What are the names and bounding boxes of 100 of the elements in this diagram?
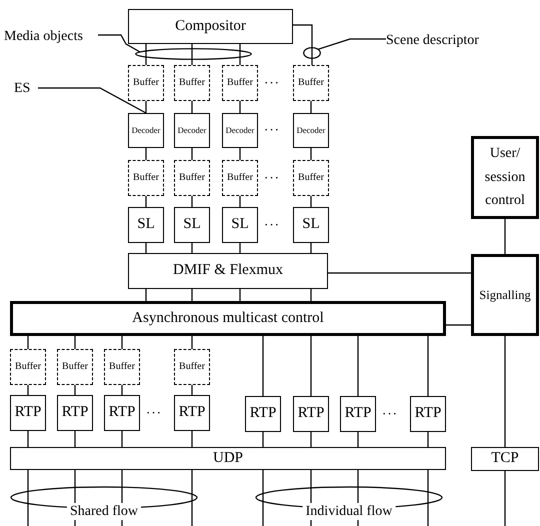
connector-line <box>239 148 241 160</box>
control-box: Signalling <box>471 254 539 336</box>
connector-line <box>121 470 123 503</box>
connector-line <box>357 336 359 396</box>
connector-line <box>191 196 193 207</box>
control-box: Asynchronous multicast control <box>10 301 446 336</box>
buffer-box: Buffer <box>293 65 329 101</box>
connector-line <box>504 471 506 526</box>
protocol-box: RTP <box>104 395 140 431</box>
ellipsis-mark: ··· <box>264 171 280 184</box>
connector-line <box>191 431 193 447</box>
connector-line <box>121 385 123 395</box>
protocol-box: RTP <box>293 396 329 432</box>
connector-line <box>446 324 471 326</box>
decoder-box: Decoder <box>128 113 164 148</box>
connector-line <box>310 470 312 503</box>
connector-line <box>357 470 359 503</box>
callout-text: ES <box>14 79 38 99</box>
ellipsis-mark: ··· <box>264 218 280 231</box>
connector-line <box>427 336 429 396</box>
buffer-box: Buffer <box>174 349 210 385</box>
connector-line <box>74 336 76 349</box>
connector-line <box>310 243 312 253</box>
buffer-box: Buffer <box>57 349 93 385</box>
callout-text: Scene descriptor <box>386 31 498 51</box>
connector-line <box>262 432 264 447</box>
process-box: SL <box>174 207 210 243</box>
ellipsis-mark: ··· <box>146 406 162 419</box>
connector-line <box>121 431 123 447</box>
connector-line <box>310 148 312 160</box>
connector-line <box>504 219 506 254</box>
connector-line <box>310 336 312 396</box>
connector-line <box>191 336 193 349</box>
connector-line <box>145 148 147 160</box>
connector-line <box>310 289 312 301</box>
connector-line <box>27 336 29 349</box>
connector-line <box>262 336 264 396</box>
connector-line <box>310 101 312 113</box>
connector-line <box>262 470 264 526</box>
connector-line <box>145 289 147 301</box>
buffer-box: Buffer <box>222 65 258 101</box>
buffer-box: Buffer <box>10 349 46 385</box>
ellipsis-mark: ··· <box>382 407 398 420</box>
connector-line <box>310 432 312 447</box>
leader-line <box>38 87 146 114</box>
connector-line <box>191 44 193 65</box>
leader-line <box>318 38 386 50</box>
connector-line <box>239 44 241 65</box>
buffer-box: Buffer <box>104 349 140 385</box>
connector-line <box>74 385 76 395</box>
connector-line <box>27 431 29 447</box>
ellipsis-mark: ··· <box>264 76 280 89</box>
process-box: SL <box>222 207 258 243</box>
connector-line <box>145 101 147 113</box>
protocol-box: RTP <box>57 395 93 431</box>
buffer-box: Buffer <box>128 65 164 101</box>
protocol-box: TCP <box>471 447 539 471</box>
decoder-box: Decoder <box>174 113 210 148</box>
callout-text: Media objects <box>4 27 98 47</box>
process-box: SL <box>128 207 164 243</box>
connector-line <box>145 44 147 65</box>
grouping-ellipse <box>303 47 321 59</box>
connector-line <box>427 470 429 526</box>
grouping-ellipse <box>135 48 252 60</box>
connector-line <box>74 470 76 503</box>
connector-line <box>191 101 193 113</box>
process-box: Compositor <box>128 9 293 44</box>
connector-line <box>27 385 29 395</box>
protocol-box: UDP <box>10 447 446 470</box>
protocol-box: RTP <box>10 395 46 431</box>
connector-line <box>74 431 76 447</box>
connector-line <box>145 243 147 253</box>
connector-line <box>239 289 241 301</box>
ellipsis-mark: ··· <box>264 123 280 136</box>
leader-line <box>98 34 140 53</box>
connector-line <box>504 336 506 447</box>
protocol-box: RTP <box>174 395 210 431</box>
connector-line <box>191 148 193 160</box>
connector-line <box>357 432 359 447</box>
control-box: User/ session control <box>471 136 539 219</box>
connector-line <box>145 196 147 207</box>
connector-line <box>191 470 193 526</box>
buffer-box: Buffer <box>128 160 164 196</box>
connector-line <box>191 289 193 301</box>
connector-line <box>427 432 429 447</box>
process-box: SL <box>293 207 329 243</box>
buffer-box: Buffer <box>174 65 210 101</box>
decoder-box: Decoder <box>222 113 258 148</box>
process-box: DMIF & Flexmux <box>128 253 328 289</box>
connector-line <box>191 243 193 253</box>
connector-line <box>239 196 241 207</box>
connector-line <box>27 470 29 526</box>
decoder-box: Decoder <box>293 113 329 148</box>
connector-line <box>310 196 312 207</box>
connector-line <box>328 272 471 274</box>
connector-line <box>191 385 193 395</box>
connector-line <box>239 243 241 253</box>
buffer-box: Buffer <box>174 160 210 196</box>
buffer-box: Buffer <box>222 160 258 196</box>
buffer-box: Buffer <box>293 160 329 196</box>
